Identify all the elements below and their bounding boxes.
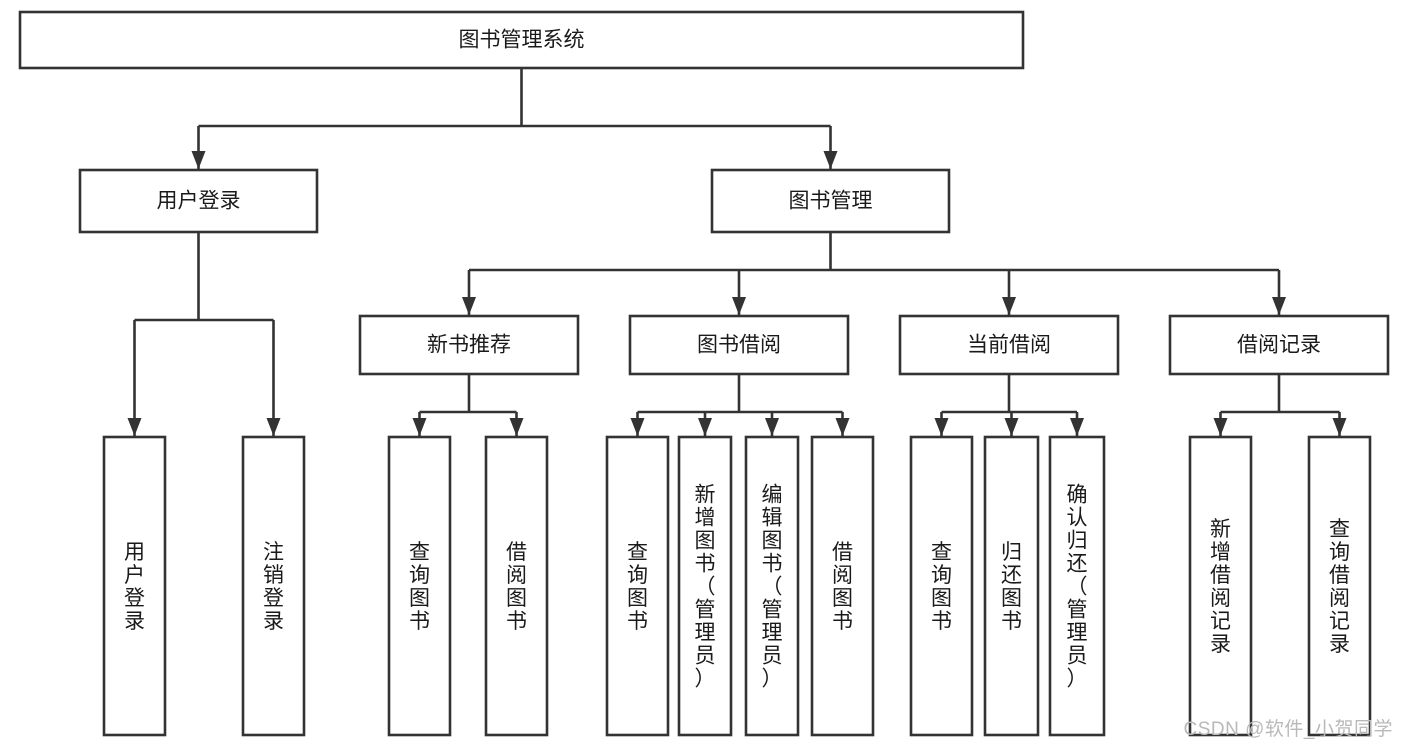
node-leaf-return-book-box[interactable] [983,435,1040,737]
arrow-head-icon [630,418,645,436]
node-book-manage-box[interactable] [710,168,951,234]
node-root-root[interactable]: 图书管理系统 [18,10,1025,70]
node-borrow-record[interactable]: 借阅记录 [1168,314,1390,376]
node-current-borrow-box[interactable] [898,314,1120,376]
node-new-book-recommend-box[interactable] [358,314,580,376]
node-leaf-borrow-book-rec-label: 借阅图书 [506,541,527,633]
node-leaf-borrow-book-box[interactable] [810,435,875,737]
arrow-head-icon [412,418,427,436]
node-current-borrow-label: 当前借阅 [967,334,1051,357]
node-leaf-query-borrow-record[interactable]: 查询借阅记录 [1307,435,1372,737]
node-leaf-borrow-book[interactable]: 借阅图书 [810,435,875,737]
nodes-layer: 图书管理系统用户登录图书管理新书推荐图书借阅当前借阅借阅记录用户登录注销登录查询… [18,10,1390,737]
node-book-borrow[interactable]: 图书借阅 [628,314,850,376]
arrow-head-icon [191,151,206,169]
arrow-head-icon [1070,418,1084,436]
node-leaf-query-book-current[interactable]: 查询图书 [909,435,974,737]
node-leaf-add-borrow-record-box[interactable] [1188,435,1253,737]
node-leaf-edit-book-admin[interactable]: 编辑图书（管理员） [744,435,800,737]
node-leaf-confirm-return-admin[interactable]: 确认归还（管理员） [1048,435,1106,737]
node-book-borrow-label: 图书借阅 [697,334,781,357]
node-new-book-recommend-label: 新书推荐 [427,334,511,357]
node-leaf-query-book-current-label: 查询图书 [931,541,952,633]
arrow-head-icon [934,418,949,436]
arrow-head-icon [127,418,142,436]
node-leaf-query-book-borrow-label: 查询图书 [627,541,648,633]
arrow-head-icon [1004,418,1019,436]
arrow-head-icon [1213,418,1228,436]
node-leaf-query-book-borrow-box[interactable] [605,435,670,737]
node-root-root-label: 图书管理系统 [459,29,585,52]
node-leaf-borrow-book-rec[interactable]: 借阅图书 [484,435,549,737]
arrow-head-icon [698,418,712,436]
node-leaf-query-book-rec-label: 查询图书 [409,541,430,633]
node-leaf-add-borrow-record-label: 新增借阅记录 [1210,518,1231,656]
node-leaf-user-login-label: 用户登录 [124,541,145,633]
node-leaf-return-book-label: 归还图书 [1001,541,1022,633]
node-new-book-recommend[interactable]: 新书推荐 [358,314,580,376]
node-leaf-query-borrow-record-box[interactable] [1307,435,1372,737]
node-leaf-query-book-rec[interactable]: 查询图书 [387,435,452,737]
node-leaf-add-book-admin-box[interactable] [677,435,733,737]
node-user-login-label: 用户登录 [157,190,241,213]
node-borrow-record-label: 借阅记录 [1237,334,1321,357]
node-leaf-confirm-return-admin-label: 确认归还（管理员） [1067,484,1088,691]
node-leaf-edit-book-admin-box[interactable] [744,435,800,737]
node-leaf-add-borrow-record[interactable]: 新增借阅记录 [1188,435,1253,737]
arrow-head-icon [266,418,281,436]
node-leaf-user-login[interactable]: 用户登录 [102,435,167,737]
node-book-manage[interactable]: 图书管理 [710,168,951,234]
arrow-head-icon [823,151,838,169]
node-user-login-box[interactable] [78,168,319,234]
node-leaf-logout-login[interactable]: 注销登录 [241,435,306,737]
arrow-head-icon [732,297,746,315]
node-leaf-add-book-admin[interactable]: 新增图书（管理员） [677,435,733,737]
node-book-borrow-box[interactable] [628,314,850,376]
arrow-head-icon [1002,297,1016,315]
node-leaf-add-book-admin-label: 新增图书（管理员） [695,484,716,691]
node-book-manage-label: 图书管理 [789,190,873,213]
node-leaf-query-borrow-record-label: 查询借阅记录 [1329,518,1350,656]
node-current-borrow[interactable]: 当前借阅 [898,314,1120,376]
node-leaf-query-book-current-box[interactable] [909,435,974,737]
arrow-head-icon [1332,418,1347,436]
node-leaf-return-book[interactable]: 归还图书 [983,435,1040,737]
arrow-head-icon [509,418,524,436]
node-leaf-query-book-rec-box[interactable] [387,435,452,737]
node-leaf-confirm-return-admin-box[interactable] [1048,435,1106,737]
node-borrow-record-box[interactable] [1168,314,1390,376]
arrow-head-icon [1272,297,1286,315]
node-leaf-edit-book-admin-label: 编辑图书（管理员） [762,484,783,691]
node-leaf-query-book-borrow[interactable]: 查询图书 [605,435,670,737]
connectors-layer [127,68,1347,436]
node-leaf-borrow-book-label: 借阅图书 [832,541,853,633]
node-leaf-logout-login-box[interactable] [241,435,306,737]
node-root-root-box[interactable] [18,10,1025,70]
arrow-head-icon [835,418,850,436]
node-leaf-borrow-book-rec-box[interactable] [484,435,549,737]
node-leaf-user-login-box[interactable] [102,435,167,737]
node-leaf-logout-login-label: 注销登录 [263,541,284,633]
node-user-login[interactable]: 用户登录 [78,168,319,234]
arrow-head-icon [765,418,779,436]
arrow-head-icon [462,297,476,315]
